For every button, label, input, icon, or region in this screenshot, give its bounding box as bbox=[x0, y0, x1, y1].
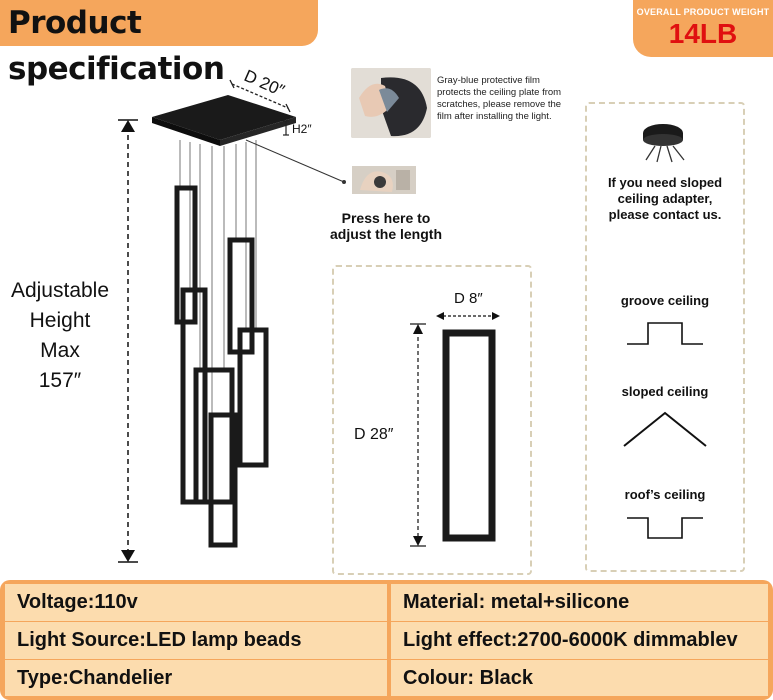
frame-6 bbox=[208, 412, 238, 548]
protective-film-photo bbox=[351, 68, 431, 138]
weight-value: 14LB bbox=[668, 18, 738, 49]
page-title: Product specification bbox=[0, 0, 318, 87]
roofs-ceiling-icon bbox=[627, 517, 703, 539]
weight-label: OVERALL PRODUCT WEIGHT bbox=[636, 7, 770, 17]
height-line-1: Adjustable bbox=[10, 279, 110, 302]
adjust-length-note: Press here to adjust the length bbox=[316, 210, 456, 242]
sloped-ceiling-icon bbox=[623, 411, 707, 447]
spec-colour: Colour: Black bbox=[391, 660, 768, 696]
frame-width-label: D 8″ bbox=[454, 290, 483, 307]
roofs-ceiling-label: roof’s ceiling bbox=[624, 487, 706, 502]
spec-light-effect: Light effect:2700-6000K dimmablev bbox=[391, 622, 768, 659]
sloped-line-3: please contact us. bbox=[608, 207, 722, 222]
adjustable-height-label: Adjustable Height Max 157″ bbox=[0, 276, 120, 396]
weight-badge: OVERALL PRODUCT WEIGHT 14LB bbox=[633, 0, 773, 57]
press-line-1: Press here to bbox=[341, 210, 431, 226]
frame-4 bbox=[237, 327, 269, 468]
sloped-adapter-icon bbox=[643, 124, 685, 163]
frame-1 bbox=[174, 185, 198, 325]
canopy-height: H2″ bbox=[292, 122, 312, 136]
canopy-plate bbox=[152, 95, 296, 140]
sloped-ceiling-label: sloped ceiling bbox=[621, 384, 709, 399]
height-line-2: Height bbox=[29, 309, 91, 332]
spec-light-source: Light Source:LED lamp beads bbox=[5, 622, 387, 659]
spec-table: Voltage:110v Material: metal+silicone Li… bbox=[0, 580, 773, 700]
protective-film-note: Gray-blue protective film protects the c… bbox=[437, 75, 562, 122]
height-line-4: 157″ bbox=[38, 369, 82, 392]
spec-material: Material: metal+silicone bbox=[391, 584, 768, 621]
spec-voltage: Voltage:110v bbox=[5, 584, 387, 621]
height-line-3: Max bbox=[40, 339, 80, 362]
frame-detail-panel bbox=[332, 265, 532, 575]
chandelier-illustration bbox=[118, 79, 707, 563]
groove-ceiling-icon bbox=[627, 322, 703, 345]
press-line-2: adjust the length bbox=[330, 226, 442, 242]
frame-height-label: D 28″ bbox=[354, 426, 394, 443]
ceiling-types-panel bbox=[585, 102, 745, 572]
sloped-line-1: If you need sloped bbox=[607, 175, 723, 190]
sloped-adapter-note: If you need sloped ceiling adapter, plea… bbox=[596, 175, 734, 223]
frame-5 bbox=[193, 367, 235, 505]
spec-type: Type:Chandelier bbox=[5, 660, 387, 696]
length-adjuster-photo bbox=[352, 166, 416, 194]
sloped-line-2: ceiling adapter, bbox=[617, 191, 713, 206]
frame-detail bbox=[442, 329, 496, 542]
groove-ceiling-label: groove ceiling bbox=[620, 293, 710, 308]
